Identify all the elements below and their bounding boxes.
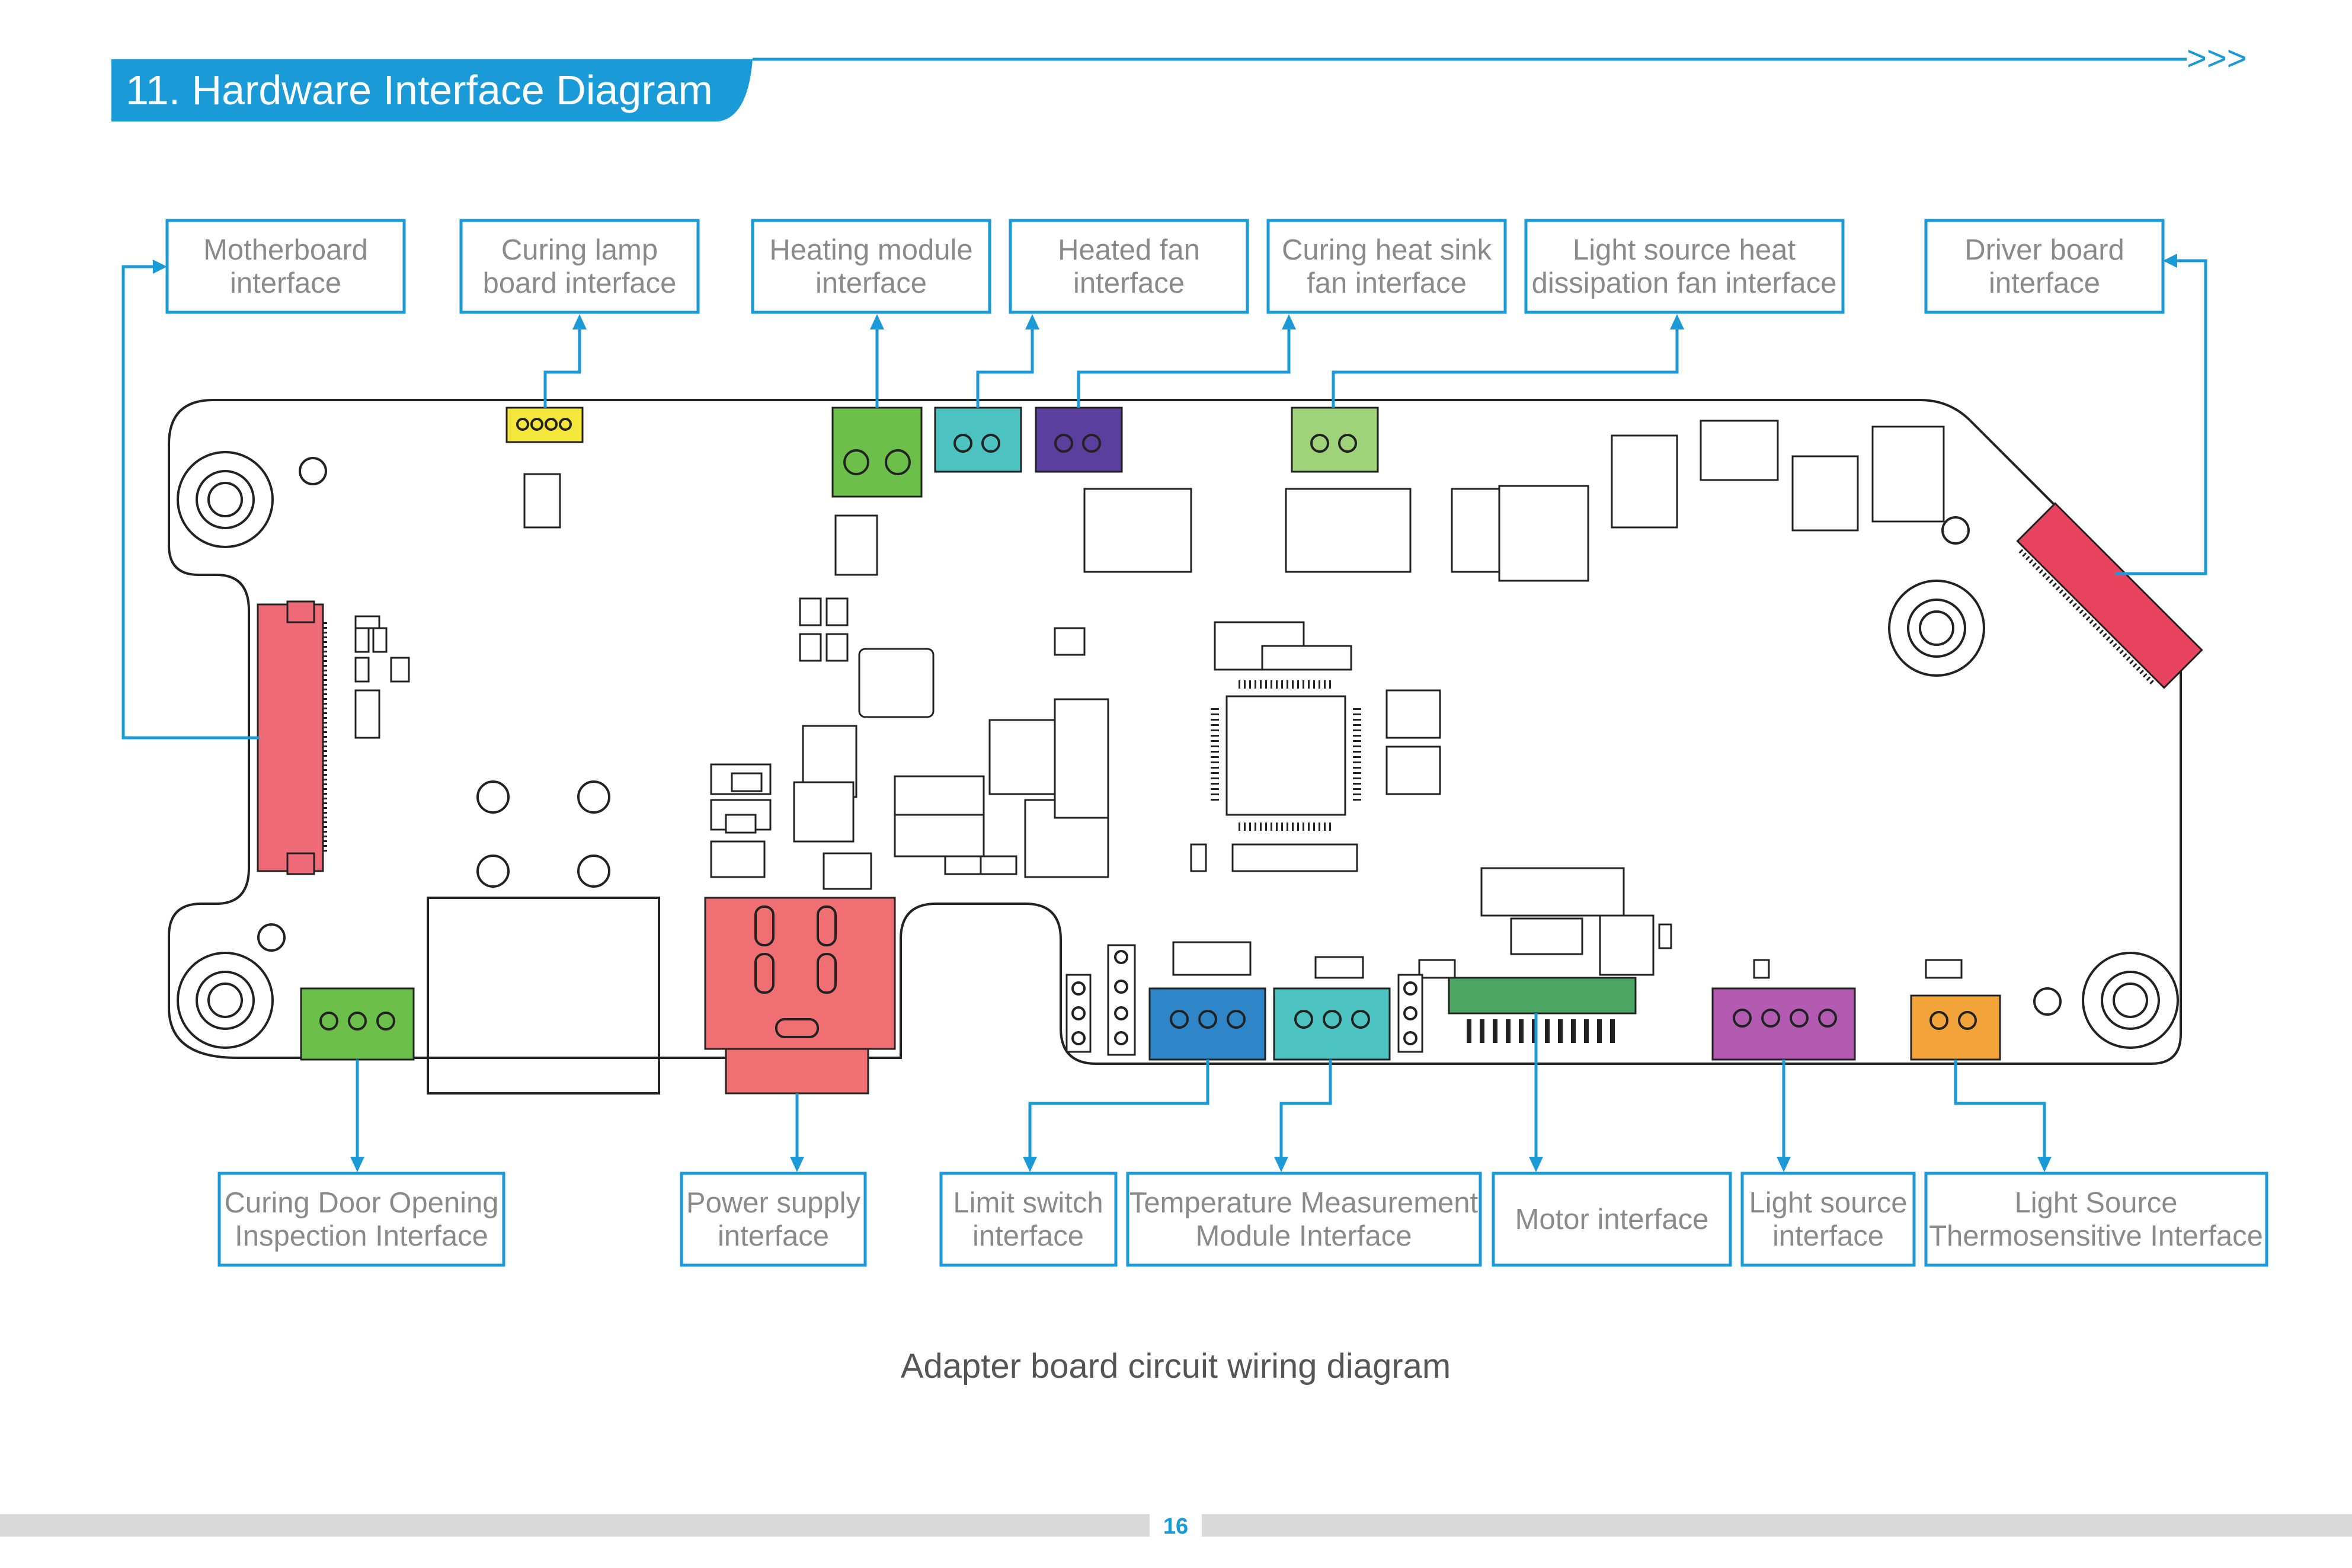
light-source-connector — [1711, 987, 1856, 1061]
svg-text:interface: interface — [1772, 1220, 1884, 1252]
power-supply-connector — [704, 897, 896, 1095]
via-hole — [257, 923, 286, 952]
svg-text:interface: interface — [230, 267, 341, 299]
curing-door-connector — [300, 987, 415, 1061]
via-hole — [476, 855, 510, 888]
mounting-hole — [2082, 952, 2179, 1049]
bottom-labels: Curing Door Opening Inspection Interface… — [217, 1172, 2268, 1267]
via-hole — [577, 780, 610, 814]
svg-text:fan interface: fan interface — [1307, 267, 1467, 299]
thermosensitive-connector — [1910, 994, 2001, 1061]
svg-text:Curing heat sink: Curing heat sink — [1282, 234, 1492, 266]
label-driver-board-interface: Driver board interface — [1924, 219, 2165, 314]
mounting-hole — [177, 952, 274, 1049]
svg-text:dissipation fan interface: dissipation fan interface — [1532, 267, 1837, 299]
leader-lines — [121, 254, 2207, 1172]
top-labels: Motherboard interface Curing lamp board … — [165, 219, 2165, 314]
mcu-chip — [1211, 680, 1361, 831]
heating-module-connector — [831, 407, 923, 498]
svg-text:Heated fan: Heated fan — [1058, 234, 1200, 266]
diagram-caption: Adapter board circuit wiring diagram — [901, 1347, 1451, 1385]
smd-components — [354, 420, 1963, 979]
via-hole — [299, 457, 327, 485]
light-source-fan-connector — [1035, 407, 1123, 473]
svg-text:Temperature Measurement: Temperature Measurement — [1129, 1187, 1479, 1219]
motor-connector — [1448, 977, 1637, 1043]
svg-text:Motherboard: Motherboard — [203, 234, 368, 266]
svg-text:Thermosensitive Interface: Thermosensitive Interface — [1929, 1220, 2263, 1252]
svg-text:interface: interface — [718, 1220, 829, 1252]
svg-text:Light source: Light source — [1749, 1187, 1908, 1219]
curing-heatsink-fan-connector — [1291, 407, 1379, 473]
curing-lamp-connector — [505, 407, 584, 443]
via-hole — [2033, 987, 2062, 1016]
label-light-source-thermosensitive-interface: Light Source Thermosensitive Interface — [1924, 1172, 2268, 1267]
chevrons-icon: >>> — [2187, 39, 2247, 78]
mounting-hole — [1888, 580, 1985, 677]
section-header: 11. Hardware Interface Diagram >>> — [111, 39, 2247, 121]
via-hole — [577, 855, 610, 888]
label-light-source-interface: Light source interface — [1740, 1172, 1916, 1267]
motherboard-connector — [257, 600, 327, 875]
label-heated-fan-interface: Heated fan interface — [1009, 219, 1249, 314]
svg-text:interface: interface — [972, 1220, 1084, 1252]
pin-header — [1065, 944, 1423, 1056]
label-motherboard-interface: Motherboard interface — [165, 219, 406, 314]
label-light-source-heat-dissipation-fan-interface: Light source heat dissipation fan interf… — [1524, 219, 1845, 314]
svg-text:interface: interface — [1073, 267, 1185, 299]
label-curing-door-opening-inspection-interface: Curing Door Opening Inspection Interface — [217, 1172, 505, 1267]
svg-text:Heating module: Heating module — [769, 234, 972, 266]
svg-text:interface: interface — [1989, 267, 2100, 299]
svg-text:Light source heat: Light source heat — [1573, 234, 1796, 266]
label-heating-module-interface: Heating module interface — [751, 219, 991, 314]
svg-text:board interface: board interface — [483, 267, 677, 299]
label-curing-lamp-board-interface: Curing lamp board interface — [459, 219, 700, 314]
heated-fan-connector — [934, 407, 1022, 473]
label-temperature-measurement-module-interface: Temperature Measurement Module Interface — [1126, 1172, 1482, 1267]
svg-text:Module Interface: Module Interface — [1196, 1220, 1412, 1252]
adapter-board — [168, 399, 2182, 1095]
driver-board-connector — [2016, 502, 2203, 689]
svg-text:Power supply: Power supply — [686, 1187, 861, 1219]
transformer-outline — [427, 897, 660, 1095]
svg-text:Curing Door Opening: Curing Door Opening — [224, 1187, 498, 1219]
page-number: 16 — [1163, 1514, 1188, 1539]
via-hole — [1941, 516, 1970, 545]
limit-switch-connector — [1148, 987, 1266, 1061]
svg-text:Inspection Interface: Inspection Interface — [235, 1220, 488, 1252]
mounting-hole — [177, 451, 274, 548]
page-title: 11. Hardware Interface Diagram — [126, 67, 713, 113]
svg-text:Driver board: Driver board — [1964, 234, 2124, 266]
via-hole — [476, 780, 510, 814]
label-power-supply-interface: Power supply interface — [680, 1172, 867, 1267]
svg-text:Limit switch: Limit switch — [953, 1187, 1103, 1219]
svg-text:interface: interface — [815, 267, 927, 299]
temperature-module-connector — [1273, 987, 1391, 1061]
svg-text:Light Source: Light Source — [2014, 1187, 2177, 1219]
svg-text:Curing lamp: Curing lamp — [501, 234, 658, 266]
label-motor-interface: Motor interface — [1492, 1172, 1732, 1267]
svg-text:Motor interface: Motor interface — [1515, 1204, 1709, 1236]
label-curing-heat-sink-fan-interface: Curing heat sink fan interface — [1266, 219, 1507, 314]
label-limit-switch-interface: Limit switch interface — [939, 1172, 1118, 1267]
page-footer: 16 — [0, 1514, 2352, 1539]
